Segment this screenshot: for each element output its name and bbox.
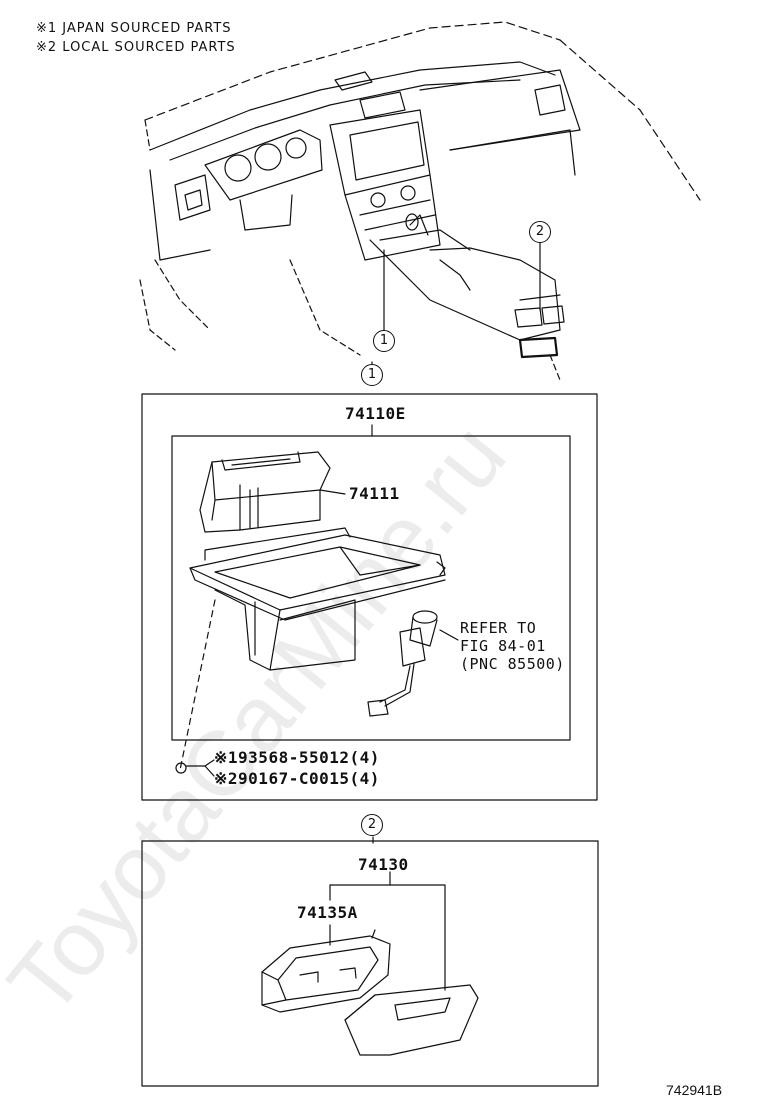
refer-pnc-line: (PNC 85500) — [460, 655, 565, 673]
part-74111-label[interactable]: 74111 — [349, 484, 400, 503]
callout-1[interactable]: 1 — [373, 330, 395, 352]
refer-fig-line[interactable]: FIG 84-01 — [460, 637, 546, 655]
legend-japan-sourced: ※1 JAPAN SOURCED PARTS — [36, 21, 232, 36]
tray-74111-drawing — [199, 451, 346, 533]
dashboard-illustration — [139, 21, 701, 381]
fastener-line-2[interactable]: ※290167-C0015(4) — [214, 769, 380, 788]
part-74135a-label[interactable]: 74135A — [297, 903, 358, 922]
ashtray-cup-drawing — [344, 984, 479, 1056]
refer-to-line: REFER TO — [460, 619, 537, 637]
section2-frame — [141, 840, 599, 1087]
socket-harness-drawing — [367, 610, 459, 717]
bezel-74135a-drawing — [261, 929, 391, 1013]
section1-frame — [141, 393, 598, 801]
legend-local-sourced: ※2 LOCAL SOURCED PARTS — [36, 40, 236, 55]
section2-marker: 2 — [361, 814, 383, 836]
assembly-74110e-label[interactable]: 74110E — [345, 404, 406, 423]
figure-number: 742941B — [666, 1082, 723, 1098]
fastener-line-1[interactable]: ※193568-55012(4) — [214, 748, 380, 767]
assembly-74130-label[interactable]: 74130 — [358, 855, 409, 874]
console-box-drawing — [175, 527, 446, 774]
callout-2[interactable]: 2 — [529, 221, 551, 243]
section1-marker: 1 — [361, 364, 383, 386]
section1-inner-frame — [171, 435, 571, 741]
